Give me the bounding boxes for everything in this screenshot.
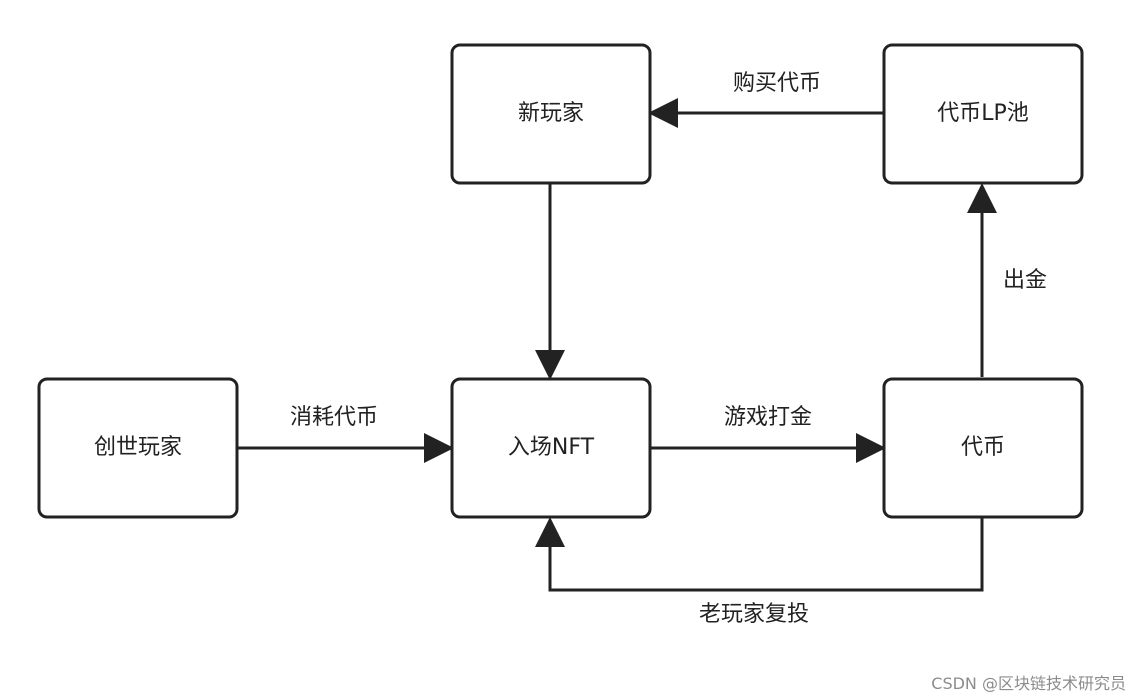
node-label-token: 代币 xyxy=(961,435,1005,460)
edge-label-buy-token: 购买代币 xyxy=(733,71,821,96)
edge-old-player-reinvest xyxy=(535,517,984,592)
watermark-text: CSDN @区块链技术研究员 xyxy=(931,674,1126,693)
node-label-entry-nft: 入场NFT xyxy=(508,435,595,460)
edge-label-cash-out: 出金 xyxy=(1003,268,1047,293)
edge-label-consume-token: 消耗代币 xyxy=(290,405,378,430)
edge-label-old-player-reinvest: 老玩家复投 xyxy=(699,602,809,627)
node-genesis-player: 创世玩家 xyxy=(37,377,239,519)
node-entry-nft: 入场NFT xyxy=(450,377,652,519)
node-new-player: 新玩家 xyxy=(450,43,652,185)
node-token-lp-pool: 代币LP池 xyxy=(882,43,1084,185)
node-label-new-player: 新玩家 xyxy=(518,101,584,126)
node-label-token-lp-pool: 代币LP池 xyxy=(937,101,1029,126)
node-token: 代币 xyxy=(882,377,1084,519)
edge-label-game-earn: 游戏打金 xyxy=(724,405,812,430)
node-label-genesis-player: 创世玩家 xyxy=(94,435,182,460)
